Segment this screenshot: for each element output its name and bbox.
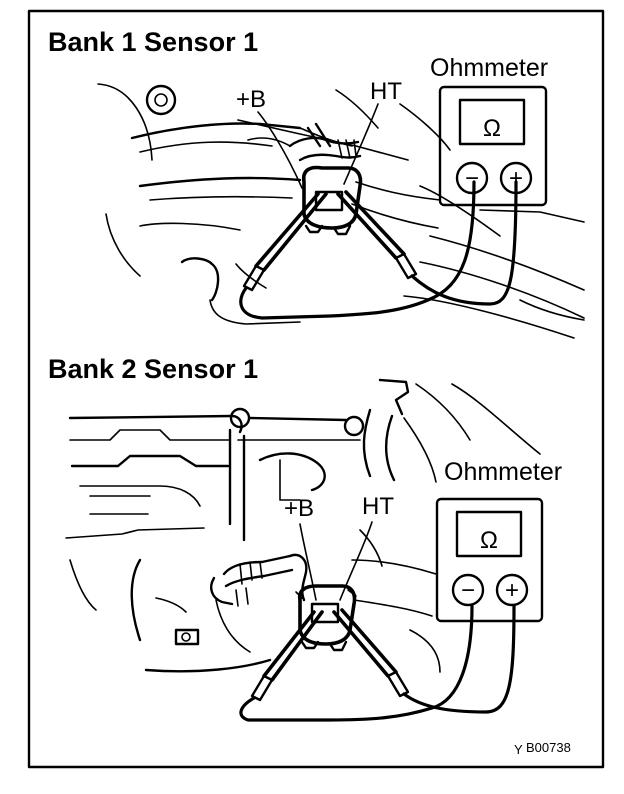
panel-title: Bank 2 Sensor 1 xyxy=(48,354,258,384)
ohmmeter-body xyxy=(438,85,548,207)
test-probes xyxy=(242,190,418,292)
label-plus-b: +B xyxy=(284,495,314,522)
oxygen-sensor xyxy=(210,553,308,607)
label-ht: HT xyxy=(362,493,394,520)
panel-bank-1: Bank 1 Sensor 1 +B HT Ohmmeter xyxy=(48,27,585,339)
minus-terminal xyxy=(455,161,489,195)
ohm-symbol: Ω xyxy=(483,115,501,142)
ohmmeter-label: Ohmmeter xyxy=(444,458,562,486)
minus-terminal xyxy=(451,573,485,607)
figure-id: B00738 xyxy=(526,740,571,755)
plus-b-pointer xyxy=(299,523,317,601)
plus-terminal-symbol: + xyxy=(509,165,523,192)
ht-pointer xyxy=(339,521,373,601)
ohmmeter-display xyxy=(458,98,526,146)
lead-wire-positive xyxy=(410,180,518,306)
plus-terminal xyxy=(495,573,529,607)
panel-bank-2: Bank 2 Sensor 1 +B HT Ohmmeter xyxy=(48,354,562,722)
test-probes xyxy=(250,608,410,702)
minus-terminal-symbol: − xyxy=(465,165,479,192)
label-plus-b: +B xyxy=(236,86,266,113)
ohmmeter-display xyxy=(455,510,523,558)
ht-pointer xyxy=(343,103,379,185)
ohm-symbol: Ω xyxy=(480,527,498,554)
lead-wire-positive xyxy=(402,604,516,714)
plus-b-pointer xyxy=(257,111,303,189)
minus-terminal-symbol: − xyxy=(461,577,475,604)
label-ht: HT xyxy=(370,78,402,105)
engine-sketch xyxy=(65,378,541,673)
lead-wire-negative xyxy=(239,180,476,320)
figure-prefix: Y xyxy=(514,742,523,757)
ohmmeter-label: Ohmmeter xyxy=(430,54,548,82)
plus-terminal-symbol: + xyxy=(505,577,519,604)
ohmmeter-body xyxy=(435,497,544,623)
lead-wire-negative xyxy=(239,604,474,722)
oxygen-sensor xyxy=(288,122,362,162)
panel-title: Bank 1 Sensor 1 xyxy=(48,27,258,57)
figure-border xyxy=(27,9,605,769)
plus-terminal xyxy=(499,161,533,195)
ohmmeter: Ω − + xyxy=(435,497,544,623)
ohmmeter: Ω − + xyxy=(438,85,548,207)
